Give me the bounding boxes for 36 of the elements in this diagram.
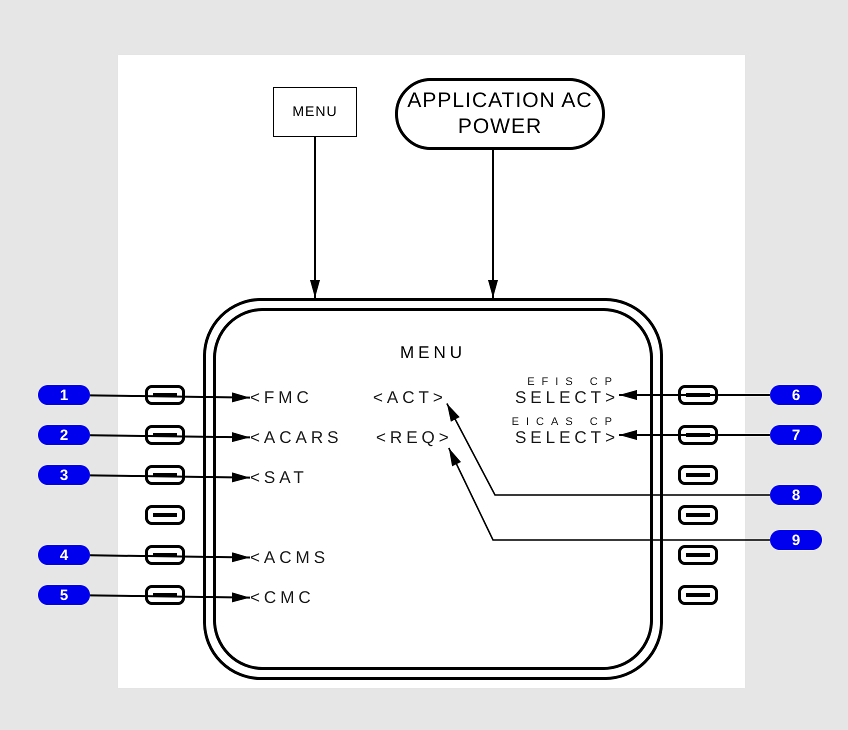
menu-item: <ACARS <box>250 428 342 448</box>
callout-number: 9 <box>770 530 822 550</box>
display-screen <box>203 298 663 680</box>
arrow <box>488 150 498 298</box>
small-label: EICAS CP <box>512 416 619 428</box>
box-label: APPLICATION AC POWER <box>406 88 594 140</box>
arrow <box>619 390 770 400</box>
key-box <box>273 87 357 137</box>
menu-item: <CMC <box>250 588 315 608</box>
callout-number: 7 <box>770 425 822 445</box>
menu-item: <ACMS <box>250 548 330 568</box>
screen-title: MENU <box>398 343 468 363</box>
arrow <box>619 430 770 440</box>
callout-number: 4 <box>38 545 90 565</box>
callout-number: 5 <box>38 585 90 605</box>
small-label: EFIS CP <box>527 376 619 388</box>
callout-number: 1 <box>38 385 90 405</box>
callout-number: 2 <box>38 425 90 445</box>
box-label: MENU <box>292 103 338 121</box>
leader-line <box>448 448 770 541</box>
menu-item: SELECT> <box>514 428 619 448</box>
arrow <box>90 432 250 442</box>
arrow <box>90 392 250 402</box>
arrow <box>90 472 250 482</box>
menu-item: <FMC <box>250 388 313 408</box>
menu-item: <REQ> <box>376 428 453 448</box>
arrow <box>310 137 320 298</box>
arrow <box>90 592 250 602</box>
menu-item: <ACT> <box>373 388 447 408</box>
callout-number: 8 <box>770 485 822 505</box>
menu-item: <SAT <box>250 468 308 488</box>
callout-number: 3 <box>38 465 90 485</box>
arrow <box>90 552 250 562</box>
callout-number: 6 <box>770 385 822 405</box>
leader-line <box>446 403 770 496</box>
menu-item: SELECT> <box>514 388 619 408</box>
